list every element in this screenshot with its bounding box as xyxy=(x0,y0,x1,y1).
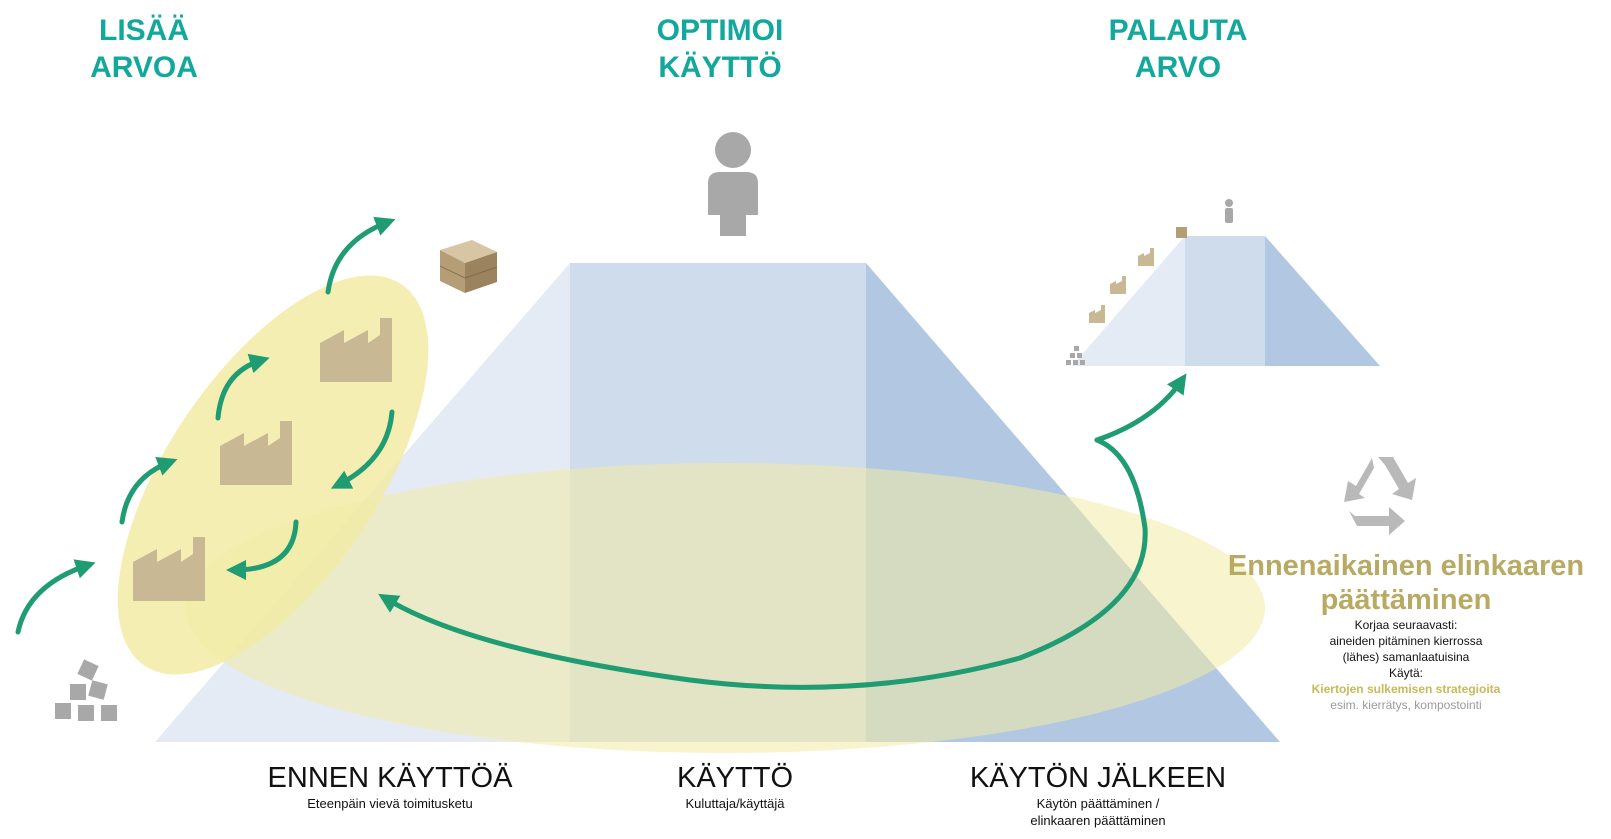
heading-optimize-use: OPTIMOI KÄYTTÖ xyxy=(610,12,830,86)
recycle-icon xyxy=(1344,457,1416,535)
heading-optimize-use-line-2: KÄYTTÖ xyxy=(658,51,782,84)
phase-before-use: ENNEN KÄYTTÖÄ Eteenpäin vievä toimituske… xyxy=(205,761,575,812)
heading-optimize-use-line-1: OPTIMOI xyxy=(656,14,784,47)
phase-use-title: KÄYTTÖ xyxy=(676,762,793,794)
heading-add-value-line-2: ARVOA xyxy=(90,51,198,84)
side-note-title-line-1: Ennenaikainen elinkaaren xyxy=(1227,550,1585,582)
premature-end-of-life-note: Ennenaikainen elinkaaren päättäminen Kor… xyxy=(1210,549,1602,713)
heading-add-value-line-1: LISÄÄ xyxy=(99,14,189,47)
small-box-icon xyxy=(1176,227,1187,238)
factory-icon xyxy=(220,421,292,485)
loop-return-arrow xyxy=(378,437,1148,690)
phase-after-use: KÄYTÖN JÄLKEEN Käytön päättäminen / elin… xyxy=(908,761,1288,829)
side-note-line-2: aineiden pitäminen kierrossa xyxy=(1329,634,1483,648)
phase-before-use-title: ENNEN KÄYTTÖÄ xyxy=(267,762,513,794)
phase-after-use-subtitle-line-1: Käytön päättäminen / xyxy=(1036,796,1160,811)
side-note-strategy: Kiertojen sulkemisen strategioita xyxy=(1311,682,1501,696)
small-value-pyramid xyxy=(1066,199,1380,366)
phase-use-subtitle: Kuluttaja/käyttäjä xyxy=(685,796,785,811)
supply-chain-arrows xyxy=(15,216,396,635)
phase-after-use-subtitle-line-2: elinkaaren päättäminen xyxy=(1030,813,1166,828)
phase-before-use-subtitle: Eteenpäin vievä toimitusketu xyxy=(307,796,473,811)
small-factory-icon xyxy=(1138,248,1154,266)
person-icon xyxy=(708,132,758,236)
heading-restore-value: PALAUTA ARVO xyxy=(1068,12,1288,86)
small-factory-icon xyxy=(1089,305,1105,323)
heading-restore-value-line-1: PALAUTA xyxy=(1108,14,1248,47)
side-note-line-3: (lähes) samanlaatuisina xyxy=(1342,650,1470,664)
side-note-example: esim. kierrätys, kompostointi xyxy=(1330,698,1482,712)
small-factory-icon xyxy=(1110,276,1126,294)
side-note-title-line-2: päättäminen xyxy=(1320,584,1492,616)
restore-value-arrow xyxy=(1094,373,1187,443)
factory-icon xyxy=(133,537,205,601)
side-note-line-1: Korjaa seuraavasti: xyxy=(1354,618,1458,632)
raw-material-blocks-icon xyxy=(55,659,117,721)
phase-use: KÄYTTÖ Kuluttaja/käyttäjä xyxy=(610,761,860,812)
factory-icon xyxy=(320,318,392,382)
heading-restore-value-line-2: ARVO xyxy=(1134,51,1222,84)
side-note-line-4: Käytä: xyxy=(1388,666,1424,680)
box-icon xyxy=(439,240,498,293)
use-phase-ellipse xyxy=(185,463,1265,753)
heading-add-value: LISÄÄ ARVOA xyxy=(34,12,254,86)
small-person-icon xyxy=(1225,199,1233,223)
small-raw-material-icon xyxy=(1066,346,1085,365)
phase-after-use-title: KÄYTÖN JÄLKEEN xyxy=(969,762,1227,794)
